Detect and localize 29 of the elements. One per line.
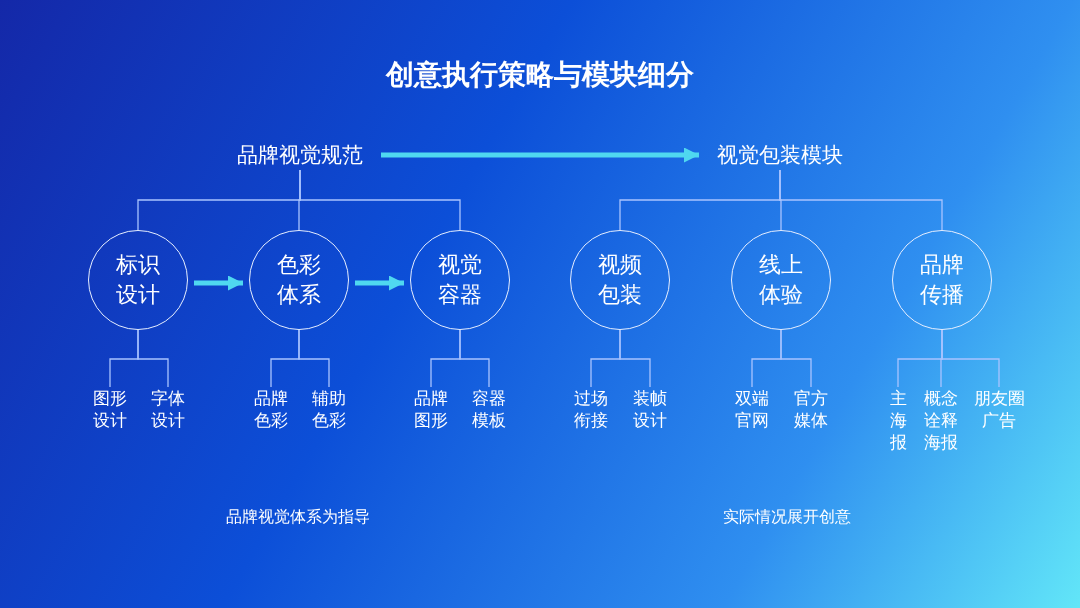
item-text: 朋友圈广告 (971, 387, 1027, 431)
arrow (381, 147, 699, 163)
note-text: 品牌视觉体系为指导 (226, 506, 370, 528)
category-heading: 视觉包装模块 (705, 140, 855, 170)
item-text: 概念诠释海报 (922, 387, 960, 453)
item-text: 品牌图形 (412, 387, 450, 431)
connector-line (299, 169, 461, 231)
connector-line (459, 329, 490, 388)
item-text: 过场衔接 (572, 387, 610, 431)
connector-line (619, 329, 651, 388)
item-text: 主海报 (888, 387, 908, 453)
connector-line (941, 329, 1000, 388)
connector-line (780, 329, 812, 388)
item-text: 官方媒体 (792, 387, 830, 431)
connector-line (137, 329, 169, 388)
item-text: 容器模板 (470, 387, 508, 431)
title: 创意执行策略与模块细分 (384, 57, 695, 93)
connector-line (298, 329, 330, 388)
arrow (355, 275, 404, 291)
item-text: 装帧设计 (631, 387, 669, 431)
item-text: 辅助色彩 (310, 387, 348, 431)
item-text: 图形设计 (91, 387, 129, 431)
item-text: 品牌色彩 (252, 387, 290, 431)
arrow (194, 275, 243, 291)
connector-line (779, 169, 943, 231)
item-text: 字体设计 (149, 387, 187, 431)
item-text: 双端官网 (733, 387, 771, 431)
note-text: 实际情况展开创意 (723, 506, 851, 528)
category-heading: 品牌视觉规范 (225, 140, 375, 170)
